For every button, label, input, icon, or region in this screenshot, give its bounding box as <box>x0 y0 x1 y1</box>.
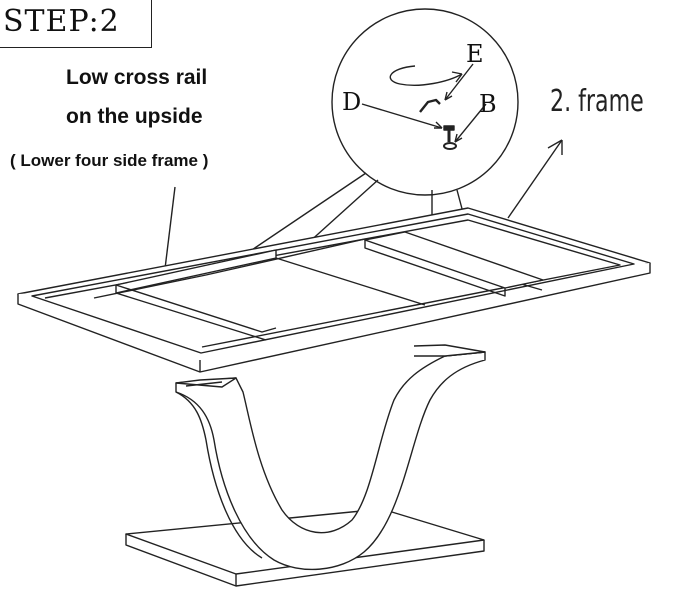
rail-label-line2: on the upside <box>66 105 203 128</box>
right-cross-rail <box>364 231 544 289</box>
washer-icon <box>443 142 457 150</box>
allen-key-icon <box>419 98 441 113</box>
detail-letter-b: B <box>479 90 497 118</box>
detail-circle <box>331 8 519 196</box>
frame-label: 2. frame <box>550 84 644 119</box>
detail-letter-d: D <box>342 88 362 116</box>
rail-label-line1: Low cross rail <box>66 66 208 89</box>
rotate-arrow-icon <box>389 65 463 86</box>
step-label: STEP:2 <box>0 0 152 48</box>
pedestal-u-shape <box>175 351 486 571</box>
rail-label-line3: ( Lower four side frame ) <box>10 151 209 170</box>
screw-icon <box>443 125 455 131</box>
detail-letter-e: E <box>466 40 484 68</box>
